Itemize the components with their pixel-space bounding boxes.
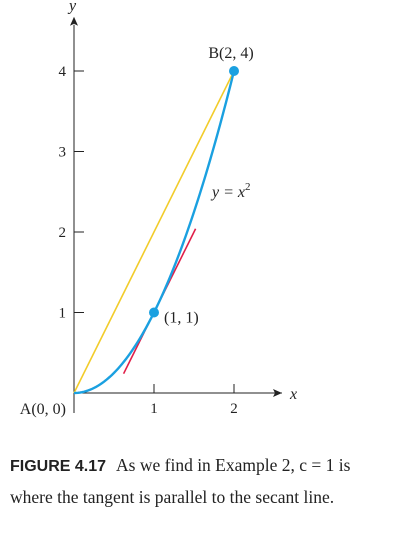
y-tick-label: 4 bbox=[59, 64, 67, 80]
secant-line bbox=[73, 70, 235, 394]
point-label-b: B(2, 4) bbox=[208, 45, 253, 62]
figure-label: FIGURE 4.17 bbox=[10, 458, 107, 475]
point-label-tangent: (1, 1) bbox=[164, 310, 199, 327]
x-axis-arrow bbox=[273, 389, 282, 397]
point-label-a: A(0, 0) bbox=[20, 401, 66, 418]
series bbox=[73, 70, 236, 395]
chart: x y 1 2 3 4 1 2 B(2, 4) (1, 1) A(0, 0) y = x2 bbox=[20, 0, 298, 418]
y-axis-arrow bbox=[70, 16, 78, 26]
y-tick-label: 1 bbox=[59, 306, 67, 322]
curve-label: y = x2 bbox=[210, 181, 251, 201]
y-tick-label: 3 bbox=[59, 145, 67, 161]
y-axis-label: y bbox=[67, 0, 77, 15]
caption-text: As we find in Example 2, c = 1 is where … bbox=[10, 455, 351, 507]
point-marker bbox=[149, 307, 159, 318]
axes: x y 1 2 3 4 1 2 bbox=[59, 0, 298, 417]
point-marker bbox=[229, 66, 239, 76]
x-tick-label: 2 bbox=[230, 401, 238, 417]
figure: x y 1 2 3 4 1 2 B(2, 4) (1, 1) A(0, 0) y = x2 bbox=[20, 0, 298, 418]
x-tick-label: 1 bbox=[150, 401, 158, 417]
y-tick-label: 2 bbox=[59, 225, 67, 241]
x-axis-label: x bbox=[289, 386, 297, 403]
marks: B(2, 4) (1, 1) A(0, 0) y = x2 bbox=[20, 45, 254, 418]
